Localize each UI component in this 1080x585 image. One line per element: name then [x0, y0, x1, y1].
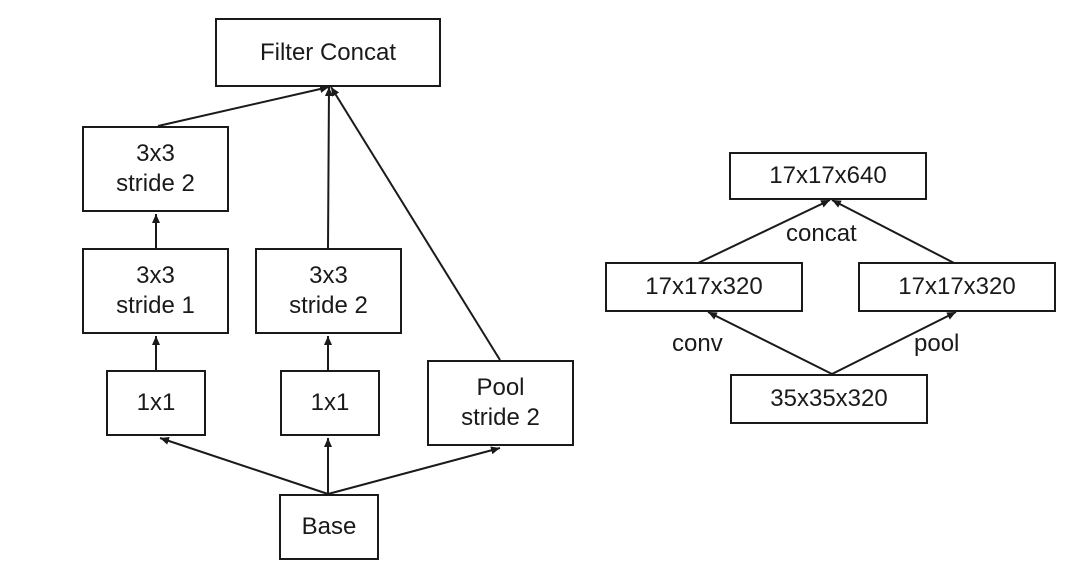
- arrow-base-to-pool: [327, 446, 501, 495]
- conv-output-17x17x320-box: 17x17x320: [605, 262, 803, 312]
- pool-stride2-box: Pool stride 2: [427, 360, 574, 446]
- input-35x35x320-box: 35x35x320: [730, 374, 928, 424]
- arrow-b2-to-concat: [324, 86, 333, 249]
- pool-output-17x17x320-box: 17x17x320: [858, 262, 1056, 312]
- pool-label: pool: [914, 330, 960, 357]
- branch1-3x3-stride1-box: 3x3 stride 1: [82, 248, 229, 334]
- arrow-input-to-conv-out: [707, 311, 833, 375]
- base-box: Base: [279, 494, 379, 560]
- arrow-pool-to-concat: [330, 86, 501, 361]
- arrow-input-to-pool-out: [831, 311, 957, 375]
- conv-label: conv: [672, 330, 723, 357]
- branch1-1x1-box: 1x1: [106, 370, 206, 436]
- arrow-pool-out-to-top: [831, 199, 957, 265]
- concat-label: concat: [786, 220, 857, 247]
- branch1-3x3-stride2-box: 3x3 stride 2: [82, 126, 229, 212]
- arrow-b1-to-concat: [157, 85, 330, 127]
- branch2-1x1-box: 1x1: [280, 370, 380, 436]
- filter-concat-box: Filter Concat: [215, 18, 441, 87]
- arrow-conv-out-to-top: [695, 199, 831, 265]
- arrow-base-to-b1-1x1: [159, 437, 329, 495]
- branch2-3x3-stride2-box: 3x3 stride 2: [255, 248, 402, 334]
- output-17x17x640-box: 17x17x640: [729, 152, 927, 200]
